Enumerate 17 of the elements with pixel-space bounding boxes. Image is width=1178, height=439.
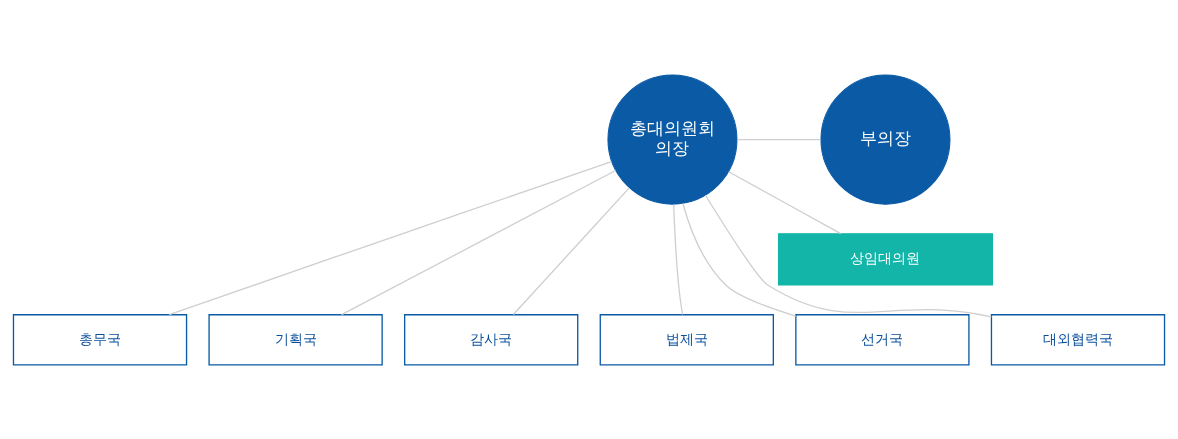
connector [728,170,842,234]
node-box: 감사국 [404,313,579,366]
connector [682,202,797,317]
node-box: 선거국 [795,313,970,366]
node-box: 총무국 [12,313,188,366]
node-circle: 부의장 [820,74,951,205]
node-box: 기획국 [208,313,383,366]
node-box: 상임대의원 [777,232,993,286]
connector [340,169,617,315]
connector [168,160,613,315]
connector [736,138,822,140]
node-box: 법제국 [599,313,774,366]
connector [512,186,630,315]
connector [673,203,684,315]
connector [704,194,993,318]
node-box: 대외협력국 [990,313,1166,366]
node-circle: 총대의원회 의장 [607,74,738,205]
